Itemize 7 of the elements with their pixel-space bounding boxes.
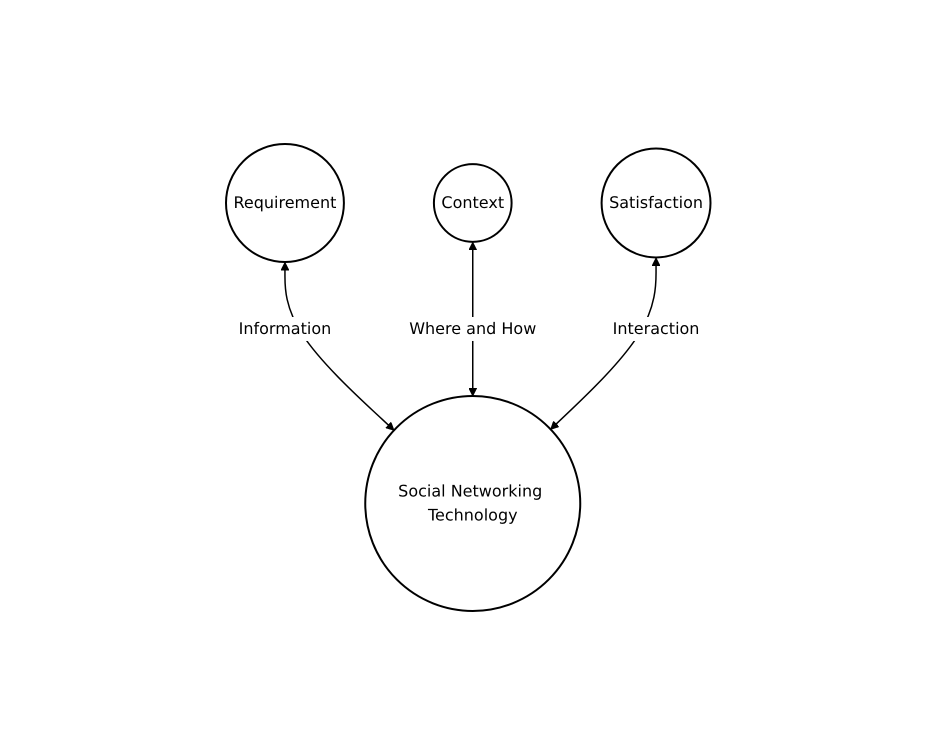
node-circle: Context — [432, 163, 512, 243]
edge-label: Information — [238, 318, 332, 338]
node-circle: Social Networking Technology — [364, 394, 581, 612]
edge-label: Interaction — [612, 318, 700, 338]
node-circle: Requirement — [224, 143, 345, 263]
edge-label: Where and How — [408, 318, 536, 338]
node-circle: Satisfaction — [600, 148, 712, 258]
